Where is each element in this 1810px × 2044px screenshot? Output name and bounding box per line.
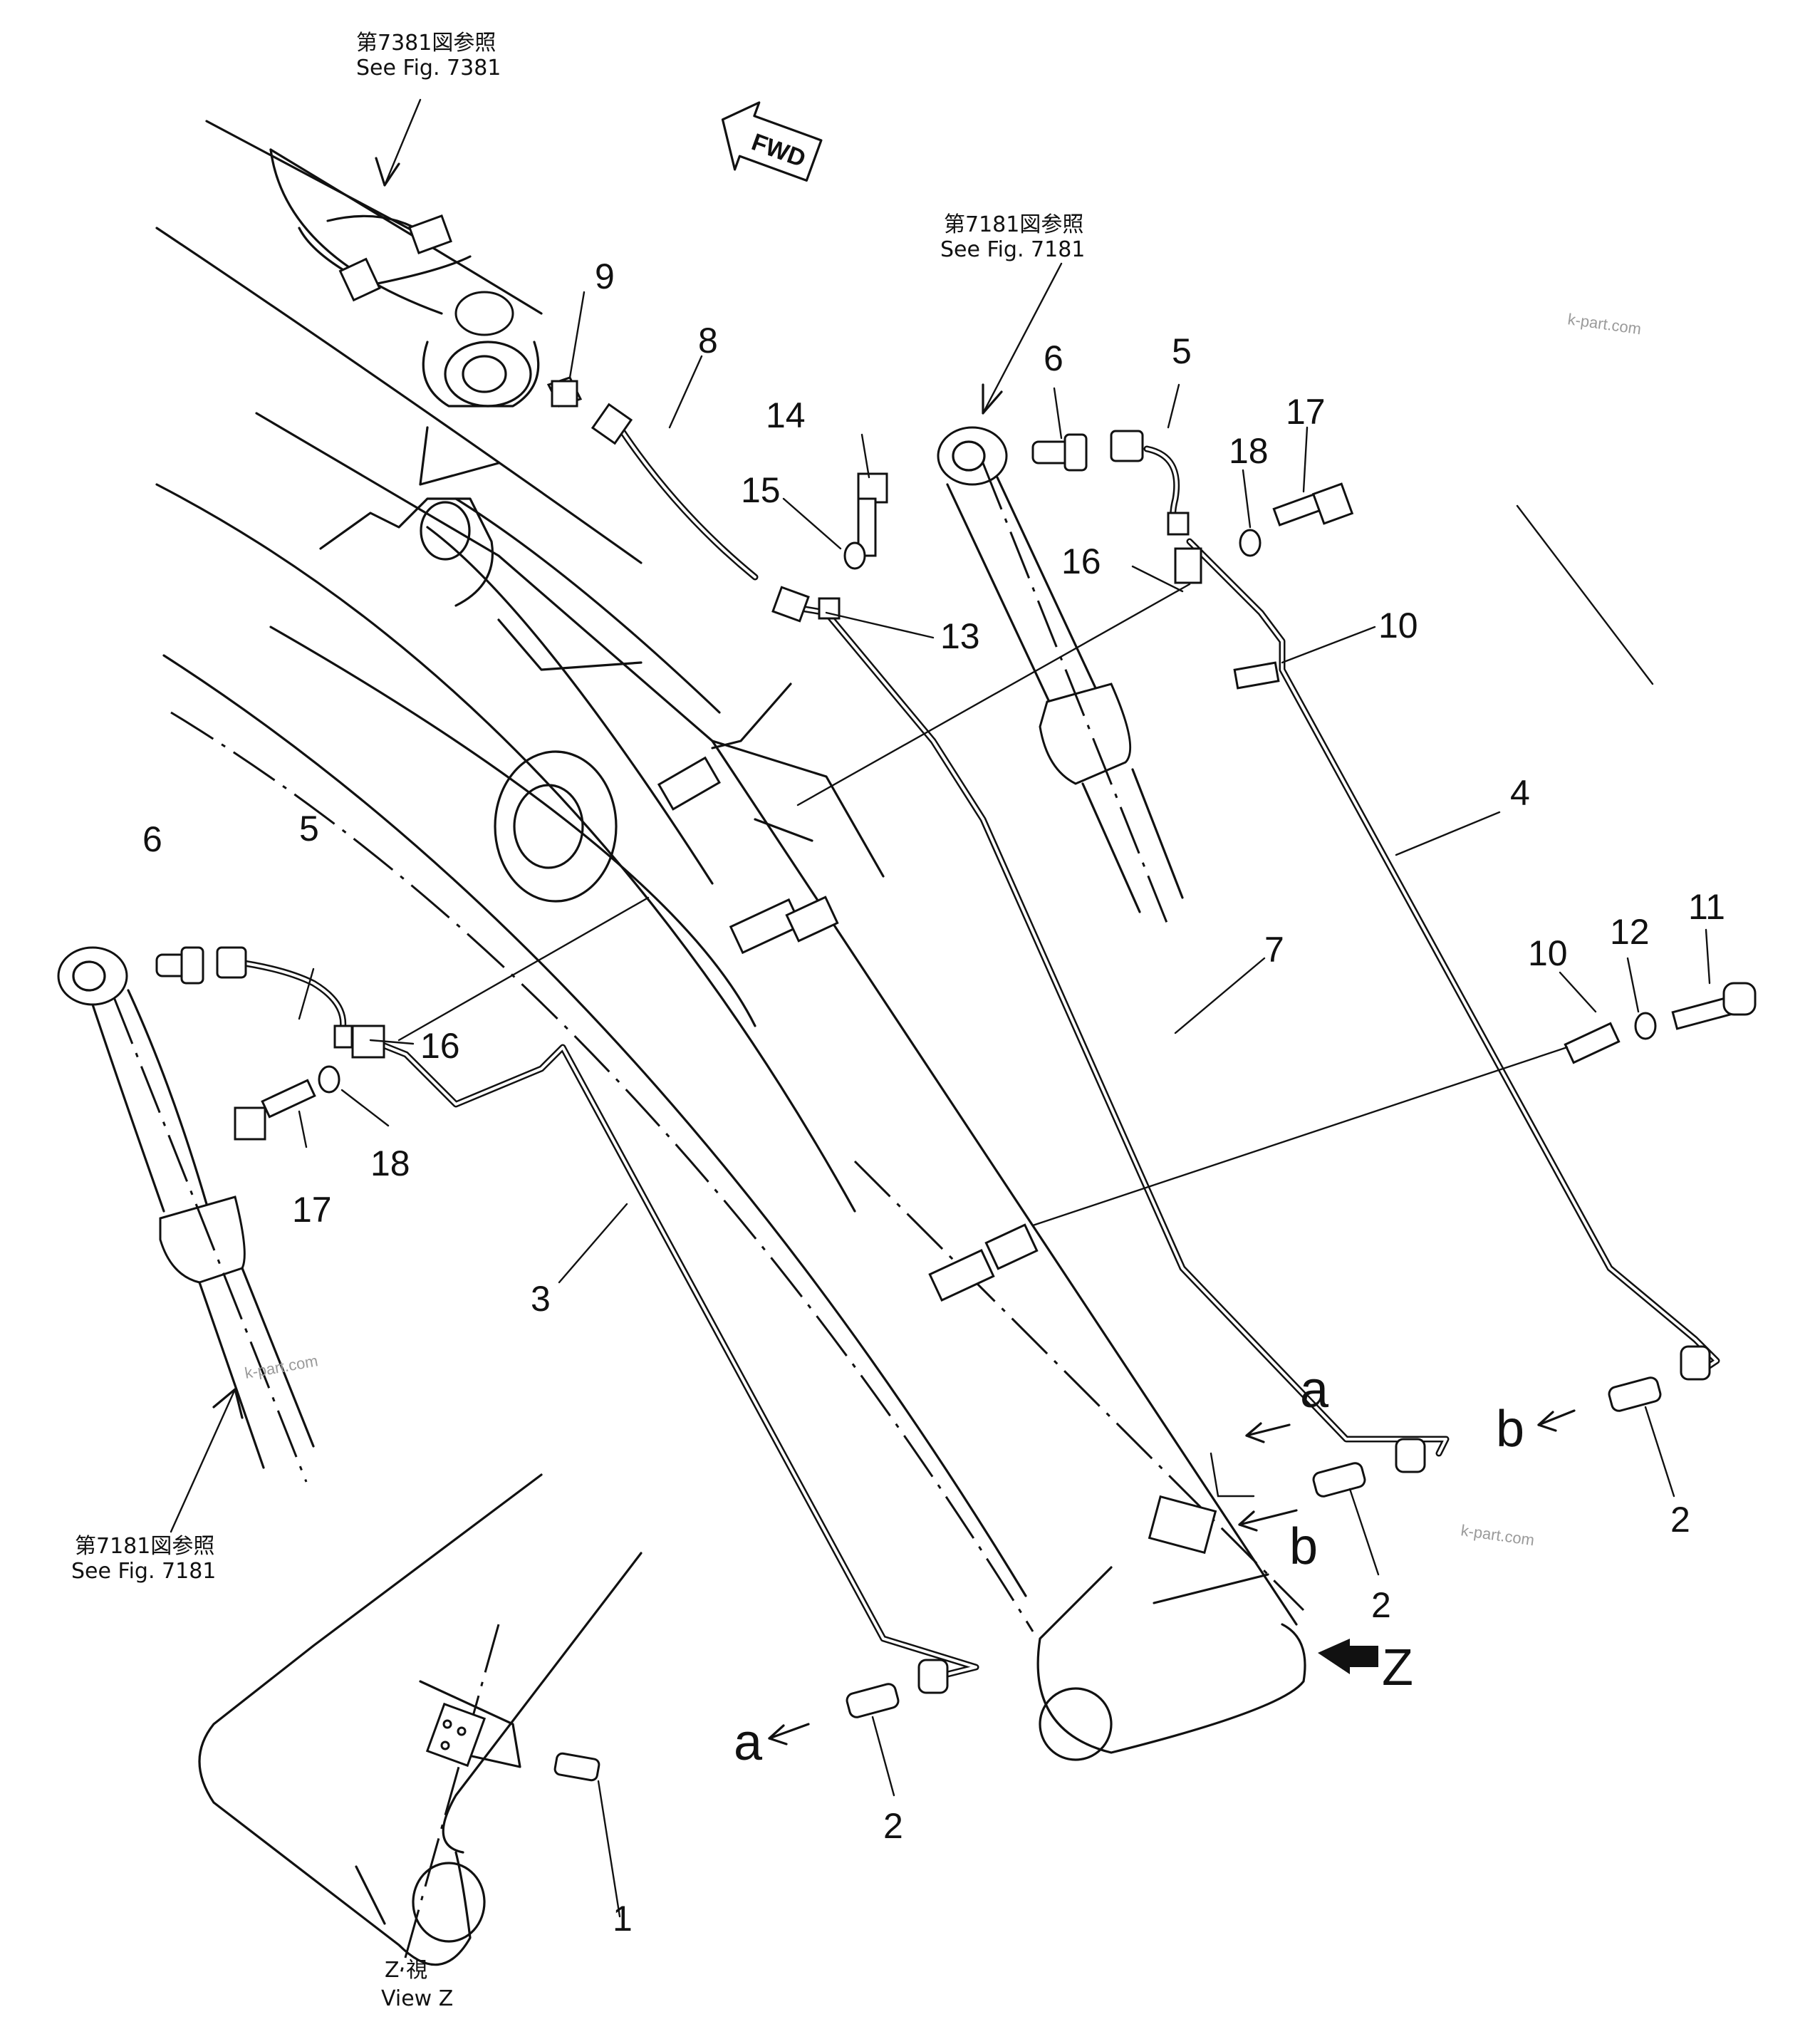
part-label-11: 11 (1688, 887, 1725, 927)
view-z-jp: Z 視 (385, 1958, 427, 1983)
pipe-4 (1174, 538, 1720, 1381)
part-label-14: 14 (766, 395, 806, 435)
ref-7181-right-jp: 第7181図参照 (944, 212, 1083, 237)
left-cylinder (57, 946, 315, 1483)
upper-cylinder (205, 120, 540, 408)
letter-b-center: b (1289, 1518, 1318, 1575)
watermark-top-right: k-part.com (1566, 310, 1642, 338)
letter-a-upper: a (1300, 1361, 1329, 1418)
part-label-10-lower: 10 (1528, 933, 1568, 973)
ref-7381-en: See Fig. 7381 (356, 56, 501, 81)
part-number-labels: 1 2 2 2 3 4 5 5 6 6 7 8 9 10 10 11 12 13… (142, 256, 1725, 1939)
part-label-13: 13 (940, 616, 980, 656)
ref-7181-right-en: See Fig. 7181 (940, 237, 1085, 262)
letter-b-right: b (1496, 1401, 1524, 1458)
arrow-letters: a a b b Z (734, 1361, 1524, 1771)
boom-structure (155, 148, 1306, 1761)
reference-labels: 第7381図参照 See Fig. 7381 第7181図参照 See Fig.… (71, 31, 1085, 2011)
hose-5 (216, 430, 1190, 1049)
fittings (155, 376, 1757, 1782)
part-label-5-left: 5 (299, 809, 319, 849)
arrows (212, 157, 1576, 1745)
part-label-2a: 2 (883, 1806, 903, 1846)
part-label-17-left: 17 (292, 1190, 332, 1230)
part-label-3: 3 (531, 1279, 551, 1319)
watermarks: k-part.com k-part.com k-part.com (244, 310, 1643, 1549)
view-z-detail (198, 1473, 643, 1981)
letter-z: Z (1382, 1639, 1413, 1696)
part-label-17-right: 17 (1286, 392, 1326, 432)
part-label-2b: 2 (1371, 1585, 1391, 1625)
part-label-8: 8 (698, 321, 718, 360)
part-label-7: 7 (1264, 930, 1284, 970)
leader-lines (170, 98, 1711, 1918)
fwd-arrow: FWD (721, 101, 823, 182)
watermark-left: k-part.com (244, 1352, 320, 1382)
part-label-15: 15 (741, 470, 781, 510)
part-label-4: 4 (1510, 773, 1530, 813)
watermark-bottom-right: k-part.com (1460, 1521, 1535, 1549)
part-label-16-left: 16 (420, 1026, 460, 1066)
ref-7381-jp: 第7381図参照 (356, 31, 496, 56)
pipe-3 (351, 1024, 979, 1694)
part-label-12: 12 (1610, 912, 1650, 952)
ref-7181-left-jp: 第7181図参照 (75, 1534, 214, 1559)
ref-7181-left-en: See Fig. 7181 (71, 1559, 216, 1584)
part-label-10-upper: 10 (1378, 606, 1418, 645)
part-label-18-left: 18 (370, 1143, 410, 1183)
part-label-6-left: 6 (142, 819, 162, 859)
view-z-en: View Z (381, 1986, 453, 2011)
part-label-1: 1 (613, 1899, 633, 1939)
fwd-label: FWD (748, 128, 809, 172)
part-label-5-right: 5 (1172, 331, 1192, 371)
part-label-9: 9 (595, 256, 615, 296)
part-label-2c: 2 (1670, 1500, 1690, 1540)
part-label-6-right: 6 (1044, 338, 1063, 378)
right-upper-cylinder (937, 426, 1184, 927)
part-label-18-right: 18 (1229, 431, 1269, 471)
pipe-7-8 (591, 403, 1450, 1473)
part-label-16-right: 16 (1061, 541, 1101, 581)
letter-a-lower: a (734, 1714, 763, 1771)
